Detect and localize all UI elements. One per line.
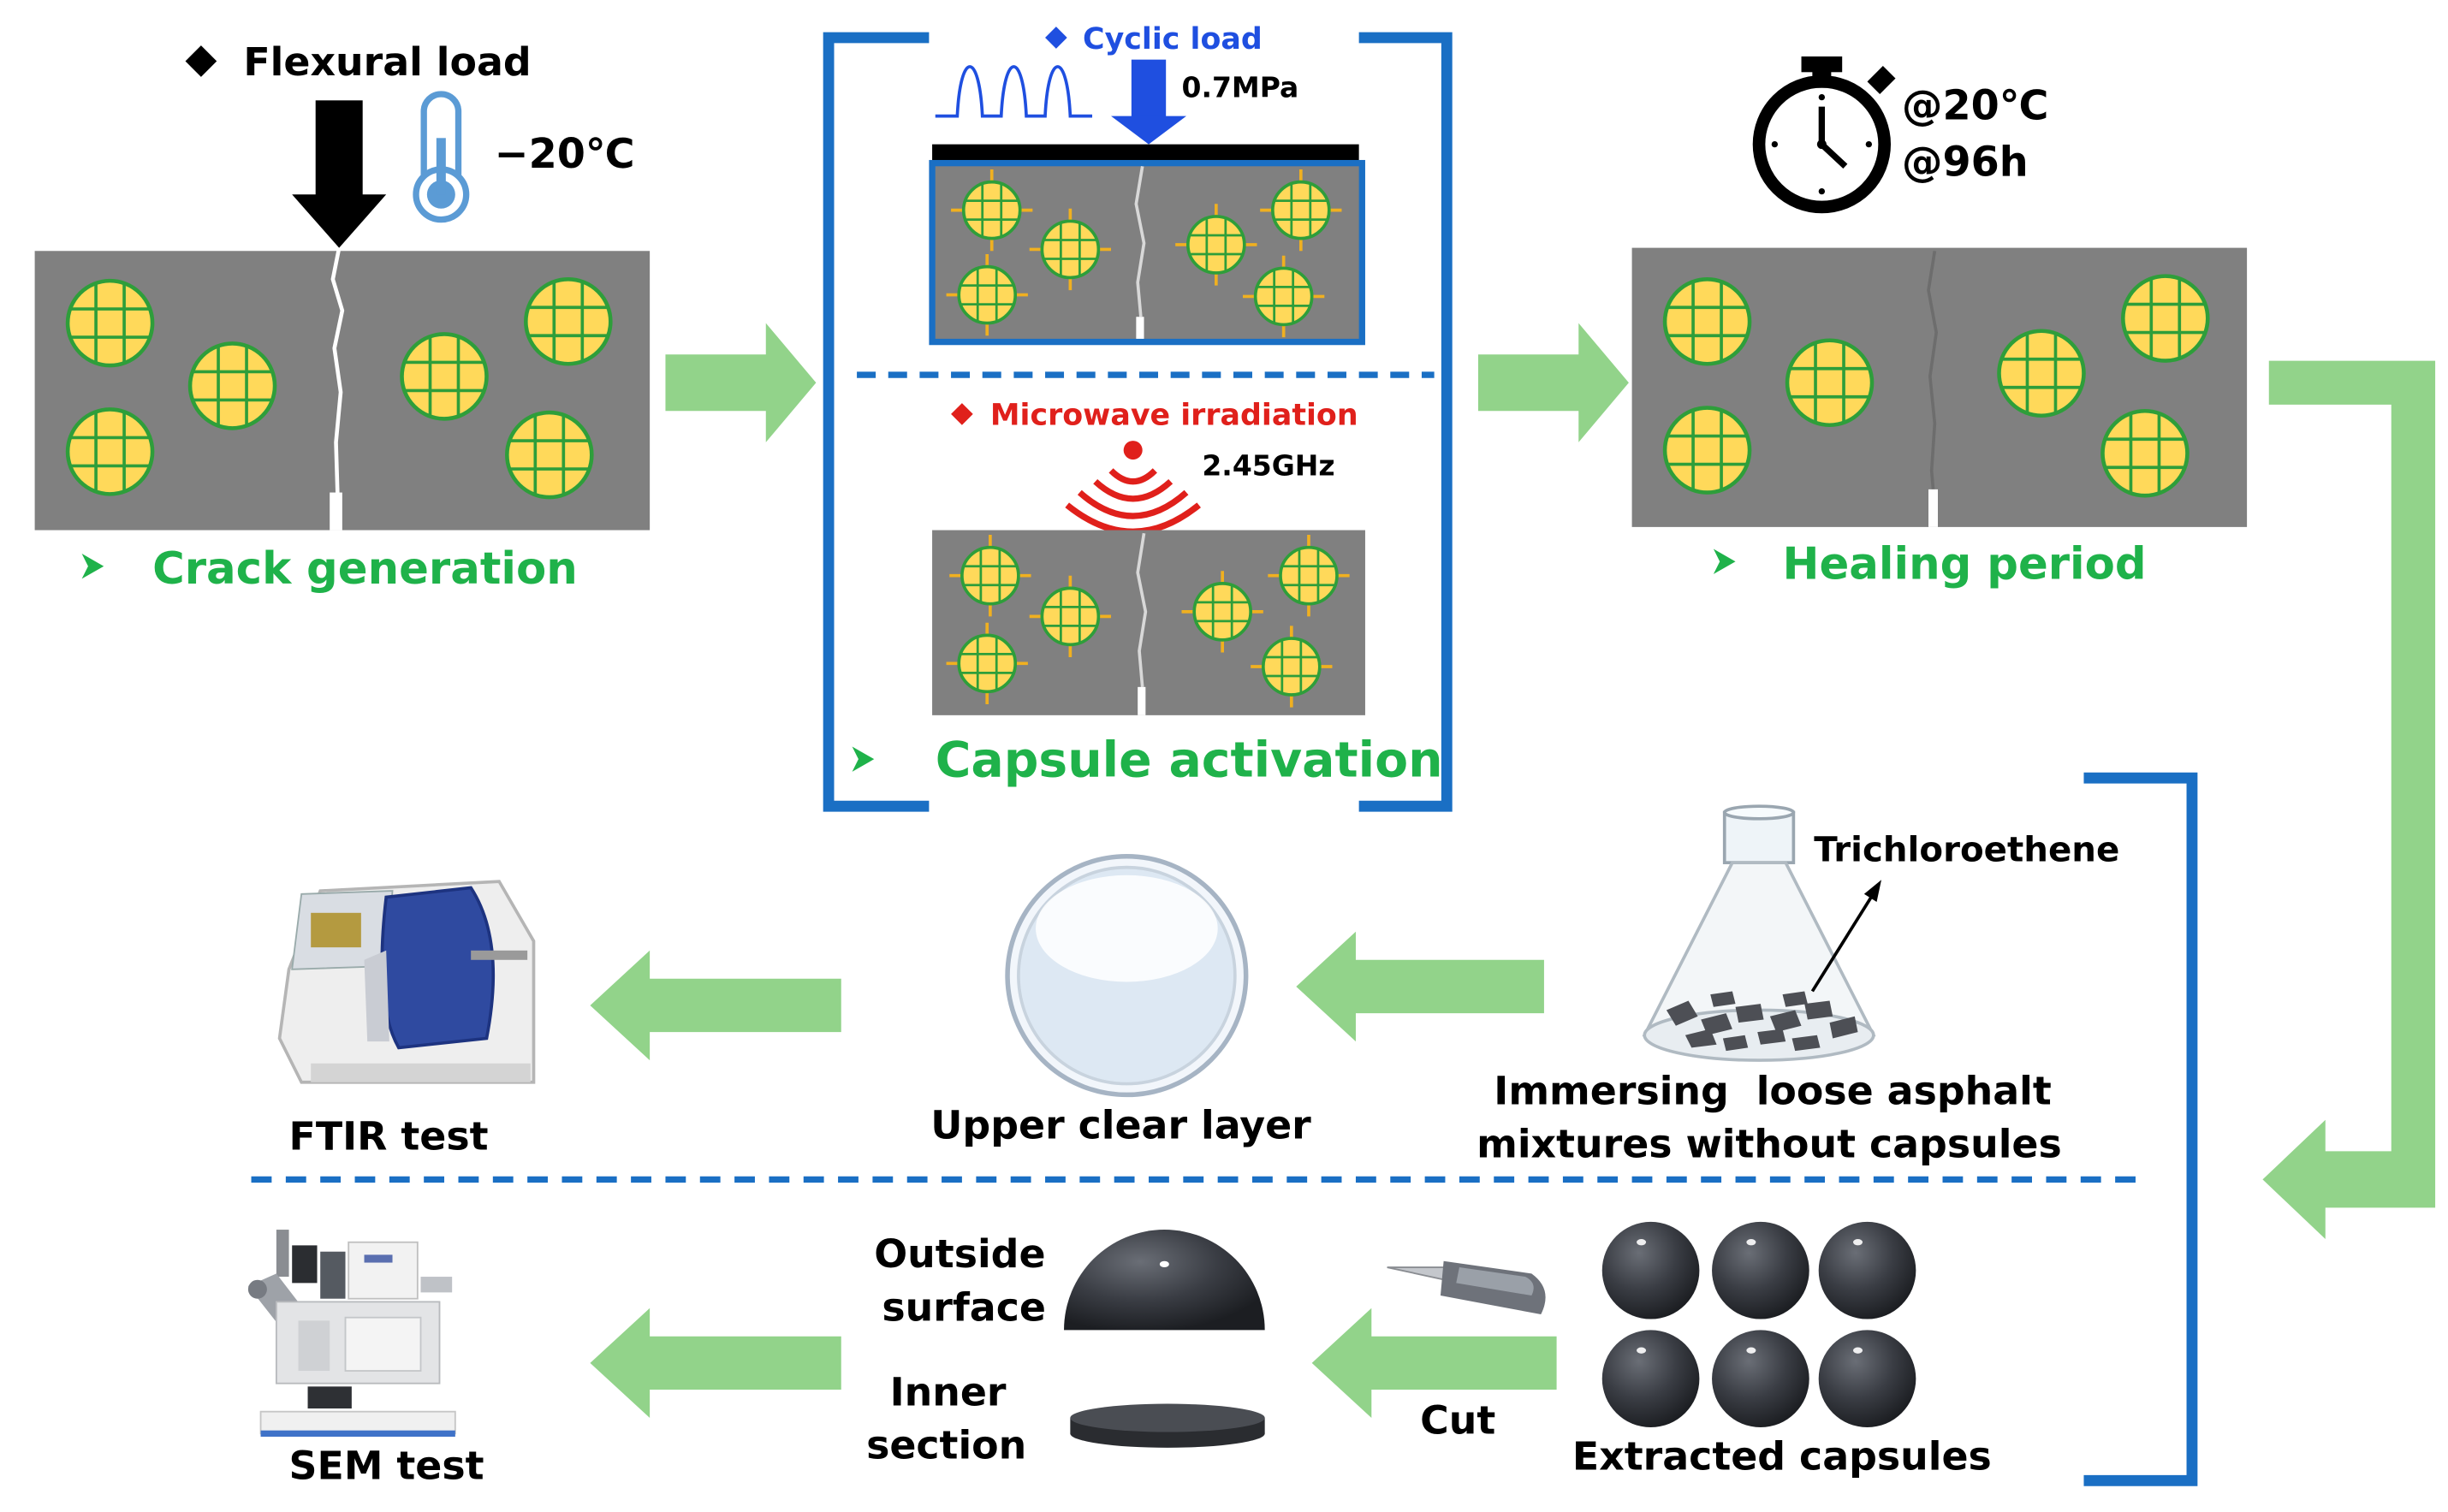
extracted-capsule [1818,1221,1916,1319]
capsule [68,281,152,365]
capsule [402,334,487,418]
flask-icon [1642,804,1876,1062]
check-icon [81,554,104,579]
capsule-activation-stage: Cyclic load 0.7MPa Microwave irradiation [823,22,1453,812]
extracted-capsule [1712,1221,1809,1319]
inner-label-line2: section [866,1422,1026,1468]
capsule [2102,411,2187,495]
capsule [1787,341,1872,425]
diamond-bullet [185,45,217,77]
inner-section-icon [1070,1403,1265,1448]
bracket-lower-right [2083,772,2198,1486]
extracted-capsule [1712,1330,1809,1428]
sem-test-label: SEM test [289,1443,484,1489]
capsule-activation-caption: Capsule activation [936,732,1443,788]
cyclic-load-label: Cyclic load [1083,22,1263,56]
sem-branch: Extracted capsules Cut Outside surface I… [247,1221,1992,1489]
healing-duration-label: @96h [1902,139,2029,186]
crack-generation-caption: Crack generation [152,543,578,595]
flow-arrow-4 [1296,931,1544,1042]
loaded-specimen [929,159,1365,346]
capsule [1665,408,1750,493]
capsule [526,279,610,364]
ftir-branch: Trichloroethene Immersing loose asphalt … [277,804,2119,1167]
capsule [507,412,591,497]
temperature-label: −20℃ [495,131,635,178]
capsule [68,409,152,494]
healing-period-caption: Healing period [1783,538,2147,590]
check-icon [1713,548,1736,574]
microwave-label: Microwave irradiation [990,399,1358,433]
outside-surface-icon [1064,1230,1265,1331]
cyclic-wave-icon [935,65,1093,118]
pointer-arrowhead [1863,880,1882,902]
flexural-load-label: Flexural load [243,39,531,85]
extracted-capsule [1601,1221,1700,1319]
cut-label: Cut [1420,1396,1495,1443]
flow-arrow-1 [665,323,817,442]
capsule [1665,279,1750,364]
bracket-right [1358,32,1453,812]
flow-arrow-3 [2262,360,2436,1240]
utility-knife-icon [1387,1260,1546,1315]
flow-arrow-2 [1477,323,1629,442]
diamond-bullet [951,403,973,425]
ftir-test-label: FTIR test [289,1113,489,1159]
outside-label-line2: surface [882,1284,1046,1330]
trichloroethene-label: Trichloroethene [1814,829,2119,869]
microwave-signal-icon [1065,441,1201,536]
irradiated-specimen [932,530,1365,715]
bracket-left [823,32,930,812]
immersing-label-line2: mixtures without capsules [1477,1121,2062,1167]
flow-arrow-7 [590,1307,841,1419]
flexural-load-arrow [292,100,387,248]
thermometer-icon [413,91,470,223]
capsule [190,343,275,428]
inner-label-line1: Inner [890,1368,1007,1414]
sem-instrument-icon [247,1230,456,1438]
capsule [1999,331,2083,416]
pressure-label: 0.7MPa [1182,71,1299,104]
crack-generation-stage: Flexural load −20℃ Crack generation [34,39,651,595]
stopwatch-icon [1752,56,1896,214]
healing-period-stage: @20℃ @96h Healing period [1631,56,2248,590]
flow-arrow-5 [590,950,841,1061]
petri-dish-icon [1005,854,1249,1098]
capsule [2123,276,2207,361]
healed-specimen [1631,247,2248,527]
healing-temperature-label: @20℃ [1902,82,2049,129]
ftir-instrument-icon [277,880,536,1084]
frequency-label: 2.45GHz [1202,448,1334,482]
immersing-label-line1: Immersing loose asphalt [1494,1067,2052,1113]
outside-label-line1: Outside [874,1230,1045,1277]
extracted-capsule [1818,1330,1916,1428]
flow-arrow-6 [1311,1307,1557,1419]
diamond-bullet [1045,27,1067,49]
cracked-specimen [34,247,651,531]
check-icon [852,746,875,772]
extracted-capsules-label: Extracted capsules [1572,1433,1992,1479]
extracted-capsule [1601,1330,1700,1428]
pointer-arrow [1810,890,1877,993]
upper-clear-layer-label: Upper clear layer [930,1102,1311,1148]
loading-plate [932,144,1359,163]
cyclic-load-arrow [1111,59,1187,145]
